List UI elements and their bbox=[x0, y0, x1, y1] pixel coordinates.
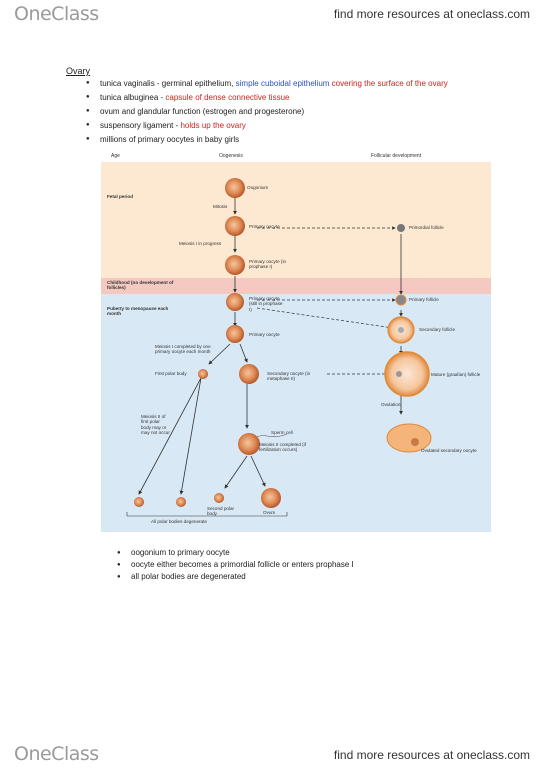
summary-item: oogonium to primary oocyte bbox=[117, 547, 467, 559]
label-fetal-period: Fetal period bbox=[107, 194, 134, 199]
col-follicular: Follicular development bbox=[371, 153, 422, 159]
summary-item: all polar bodies are degenerated bbox=[117, 571, 467, 583]
label-ovulation: Ovulation bbox=[381, 402, 401, 407]
label-primary-follicle: Primary follicle bbox=[409, 297, 439, 302]
oneclass-logo[interactable]: OneClass bbox=[14, 3, 99, 25]
bullet-list: tunica vaginalis - germinal epithelium, … bbox=[86, 78, 486, 148]
label-primordial-follicle: Primordial follicle bbox=[409, 225, 444, 230]
resources-link[interactable]: find more resources at oneclass.com bbox=[333, 7, 530, 21]
label-sperm-cell: Sperm cell bbox=[271, 430, 293, 435]
label-secondary-oocyte: Secondary oocyte (in metaphase II) bbox=[267, 371, 311, 382]
summary-list: oogonium to primary oocyte oocyte either… bbox=[117, 547, 467, 583]
oneclass-logo-footer[interactable]: OneClass bbox=[14, 743, 99, 765]
label-primary-oocyte-2: Primary oocyte bbox=[249, 332, 280, 337]
oogenesis-diagram bbox=[101, 162, 491, 532]
label-meiosis-progress: Meiosis I in progress bbox=[179, 241, 222, 246]
label-primary-prophase: Primary oocyte (in prophase I) bbox=[249, 259, 287, 270]
label-ovum: Ovum bbox=[263, 510, 276, 515]
label-meiosis2-first: Meiosis II of first polar body may or ma… bbox=[141, 414, 170, 436]
label-primary-still: Primary oocyte (still in prophase I) bbox=[249, 296, 283, 312]
label-secondary-follicle: Secondary follicle bbox=[419, 327, 456, 332]
label-puberty: Puberty to menopause each month bbox=[107, 306, 169, 317]
label-all-degenerate: All polar bodies degenerate bbox=[151, 519, 207, 524]
label-mature-follicle: Mature (graafian) follicle bbox=[431, 372, 481, 377]
label-ovulated: Ovulated secondary oocyte bbox=[421, 448, 477, 453]
section-title: Ovary bbox=[66, 66, 91, 76]
header-bar: OneClass find more resources at oneclass… bbox=[0, 0, 544, 30]
bullet-item: suspensory ligament - holds up the ovary bbox=[86, 120, 486, 131]
col-age: Age bbox=[111, 153, 120, 159]
bullet-item: tunica vaginalis - germinal epithelium, … bbox=[86, 78, 486, 89]
footer-bar: OneClass find more resources at oneclass… bbox=[0, 740, 544, 770]
bullet-item: ovum and glandular function (estrogen an… bbox=[86, 106, 486, 117]
summary-item: oocyte either becomes a primordial folli… bbox=[117, 559, 467, 571]
label-second-polar: Second polar body bbox=[207, 506, 235, 517]
label-primary-oocyte: Primary oocyte bbox=[249, 224, 280, 229]
label-mitosis: Mitosis bbox=[213, 204, 228, 209]
bullet-item: millions of primary oocytes in baby girl… bbox=[86, 134, 486, 145]
oogenesis-figure: Age Oogenesis Follicular development Fet… bbox=[97, 152, 491, 532]
label-childhood: Childhood (no development of follicles) bbox=[107, 280, 174, 291]
bullet-item: tunica albuginea - capsule of dense conn… bbox=[86, 92, 486, 103]
resources-link-footer[interactable]: find more resources at oneclass.com bbox=[333, 748, 530, 762]
label-meiosis-completed: Meiosis I completed by one primary oocyt… bbox=[155, 344, 211, 355]
col-oogenesis: Oogenesis bbox=[219, 153, 243, 159]
label-meiosis2-completed: Meiosis II completed (if fertilization o… bbox=[259, 442, 306, 453]
label-oogonium: Oogonium bbox=[247, 185, 269, 190]
label-first-polar: First polar body bbox=[155, 371, 187, 376]
